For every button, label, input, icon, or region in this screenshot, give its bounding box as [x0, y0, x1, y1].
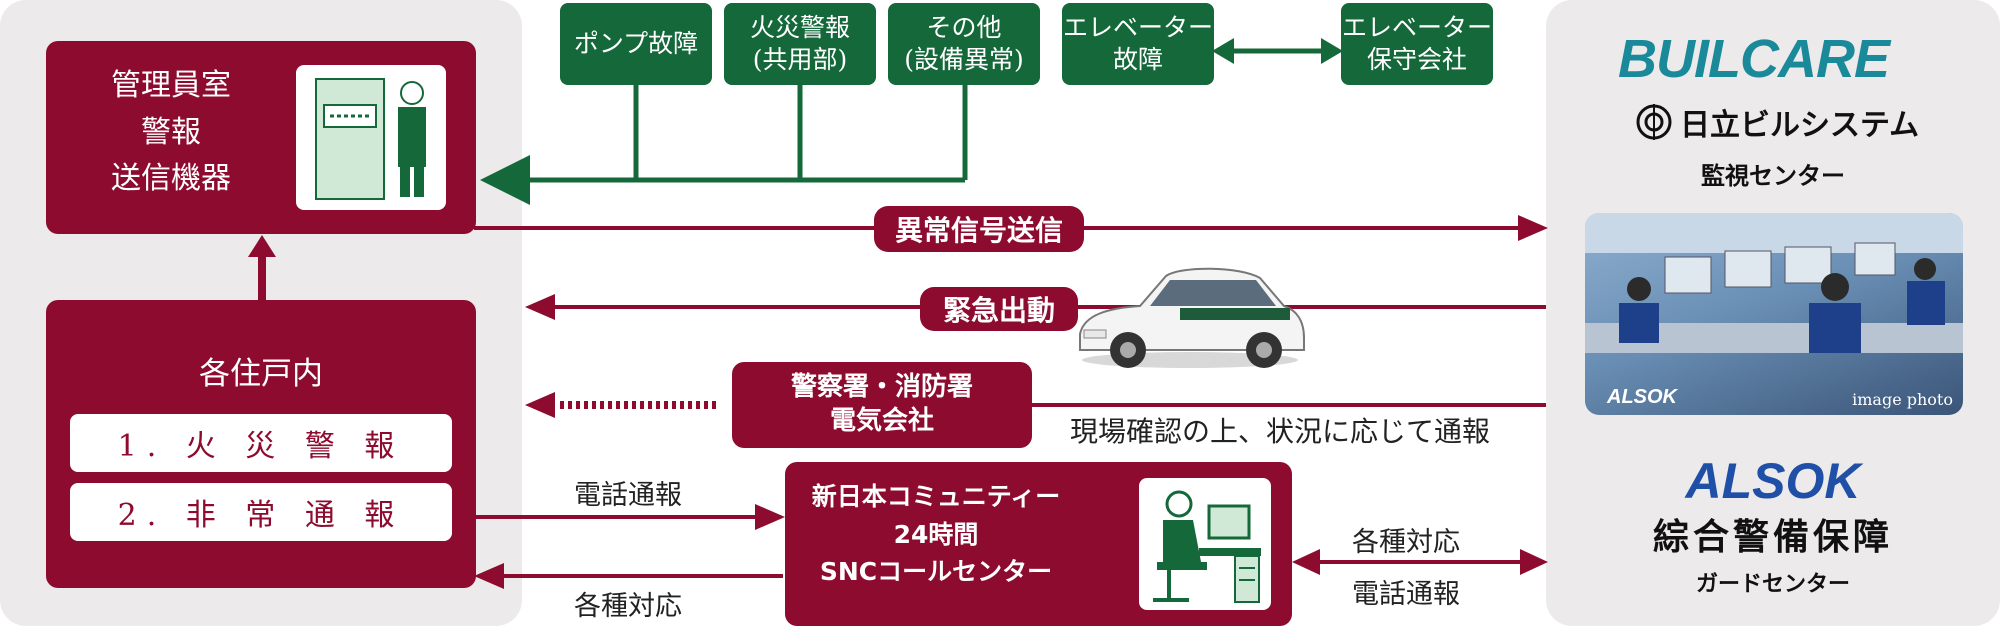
operator-icon [1153, 490, 1261, 603]
elevator-fault: エレベーター 故障 [1062, 3, 1214, 85]
call-center-title: 新日本コミュニティー 24時間 SNCコールセンター [811, 482, 1061, 586]
patrol-car-icon [1079, 267, 1305, 368]
alarm-source-other: その他 (設備異常) [888, 3, 1040, 85]
phone-report-right-label: 電話通報 [1352, 579, 1460, 610]
hitachi-logo: 日立ビルシステム [1680, 108, 1920, 143]
photo-caption: image photo [1852, 390, 1953, 409]
responses-left-label: 各種対応 [574, 591, 682, 622]
builcare-logo: BUILCARE [1618, 29, 1890, 89]
unit-item-emergency: 2. 非 常 通 報 [70, 483, 452, 541]
units-title: 各住戸内 [199, 356, 323, 392]
alarm-device-illustration [296, 65, 446, 210]
elevator-maintenance: エレベーター 保守会社 [1341, 3, 1493, 85]
admin-room-title: 管理員室 警報 送信機器 [111, 68, 231, 196]
responses-right-label: 各種対応 [1352, 527, 1460, 558]
alarm-source-fire: 火災警報 (共用部) [724, 3, 876, 85]
admin-room-box: 管理員室 警報 送信機器 [46, 41, 476, 234]
signal-pill: 異常信号送信 [874, 206, 1084, 252]
control-room-scene: ALSOK [1585, 213, 1963, 408]
unit-item-fire: 1. 火 災 警 報 [70, 414, 452, 472]
dispatch-pill: 緊急出動 [920, 287, 1078, 331]
alsok-company-name: 綜合警備保障 [1652, 517, 1893, 558]
alarm-source-pump: ポンプ故障 [560, 3, 712, 85]
call-center-box: 新日本コミュニティー 24時間 SNCコールセンター [785, 462, 1292, 626]
hitachi-mark-icon [1636, 104, 1672, 140]
guard-center-label: ガードセンター [1695, 572, 1850, 597]
authorities-label: 警察署・消防署 電気会社 [790, 372, 973, 436]
phone-report-left-label: 電話通報 [574, 480, 682, 511]
monitoring-photo: ALSOK image photo [1585, 213, 1963, 415]
alsok-logo: ALSOK [1685, 453, 1861, 509]
monitor-center-label: 監視センター [1701, 162, 1845, 190]
photo-alsok-mark: ALSOK [1606, 386, 1679, 408]
hitachi-logo-row: 日立ビルシステム [1636, 100, 1919, 144]
authorities-box: 警察署・消防署 電気会社 [732, 362, 1032, 448]
confirm-note: 現場確認の上、状況に応じて通報 [1070, 415, 1491, 448]
operator-illustration [1139, 478, 1271, 610]
alarm-source-lines [480, 85, 968, 205]
alarm-panel-icon [315, 78, 426, 200]
